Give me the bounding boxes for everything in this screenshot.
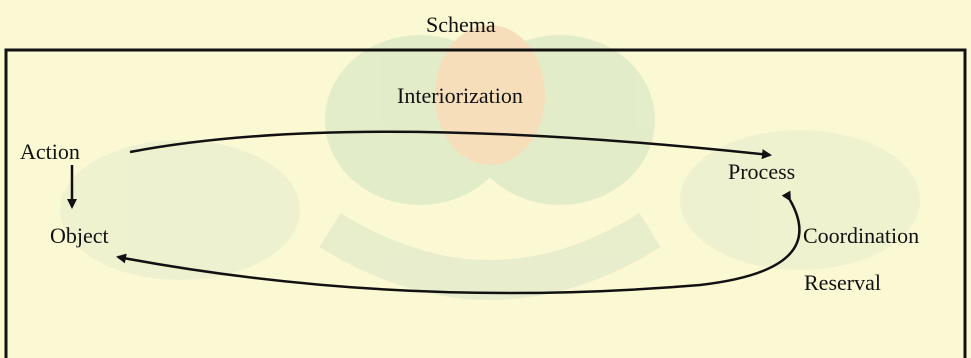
- action-node: Action: [20, 139, 80, 164]
- schema-box-border: [4, 48, 967, 358]
- interiorization-arrow: [129, 130, 772, 160]
- reserval-label: Reserval: [804, 270, 881, 295]
- process-node: Process: [728, 159, 796, 184]
- schema-title: Schema: [426, 12, 496, 37]
- coordination-label: Coordination: [803, 223, 920, 248]
- coordination-reserval-arrow: [116, 190, 801, 295]
- interiorization-label: Interiorization: [397, 83, 523, 108]
- object-node: Object: [50, 223, 109, 248]
- watermark-flame: [435, 25, 545, 165]
